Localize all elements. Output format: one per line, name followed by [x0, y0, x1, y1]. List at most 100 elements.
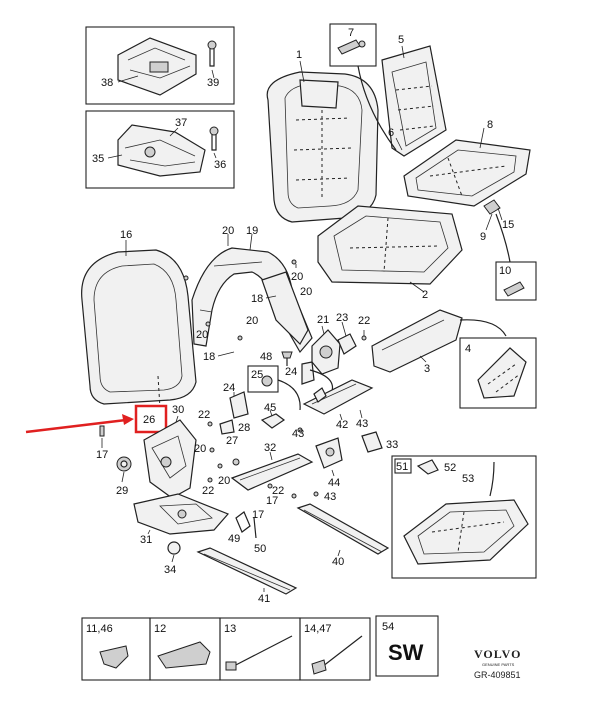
callout-18a: 18	[251, 293, 263, 305]
callout-17c: 17	[252, 509, 264, 521]
callout-25: 25	[251, 369, 263, 381]
callout-20f: 20	[194, 443, 206, 455]
callout-34: 34	[164, 564, 176, 576]
callout-44: 44	[328, 477, 340, 489]
callout-26: 26	[143, 414, 155, 426]
callout-22b: 22	[198, 409, 210, 421]
callout-31: 31	[140, 534, 152, 546]
sw-label: SW	[388, 640, 424, 665]
callout-5: 5	[398, 34, 404, 46]
callout-43a: 43	[356, 418, 368, 430]
legend-54: 54	[382, 621, 394, 633]
diagram-code: GR-409851	[474, 670, 521, 680]
rail-40: 40	[296, 503, 390, 568]
callout-18b: 18	[203, 351, 215, 363]
legend-11-46: 11,46	[86, 623, 113, 635]
rail-41: 41	[196, 547, 298, 605]
callout-3: 3	[424, 363, 430, 375]
box-4: 4	[459, 337, 537, 409]
callout-24a: 24	[285, 366, 297, 378]
brand-name: VOLVO	[474, 647, 521, 661]
callout-41: 41	[258, 593, 270, 605]
seat-cover-backrest: 1	[266, 49, 379, 223]
callout-35: 35	[92, 153, 104, 165]
callout-27: 27	[226, 435, 238, 447]
part-49-50-17: 17 49 50	[228, 509, 266, 555]
legend-12: 12	[154, 623, 166, 635]
callout-7: 7	[348, 27, 354, 39]
frame-screws: 20 20 20 20	[183, 259, 312, 341]
callout-20e: 20	[196, 329, 208, 341]
legend-14-47: 14,47	[304, 623, 332, 635]
brand-subtitle: GENUINE PARTS	[482, 662, 515, 667]
callout-30: 30	[172, 404, 184, 416]
callout-6: 6	[388, 127, 394, 139]
callout-1: 1	[296, 49, 302, 61]
callout-20b: 20	[291, 271, 303, 283]
lower-fasteners: 22 28 27 20 20 22	[194, 409, 250, 497]
track-upper: 42 43 43	[292, 379, 374, 440]
callout-23: 23	[336, 312, 348, 324]
highlight-part-26: 26	[25, 404, 168, 434]
callout-36: 36	[214, 159, 226, 171]
callout-17b: 17	[266, 495, 278, 507]
handle-33: 33	[361, 431, 398, 453]
callout-20g: 20	[218, 475, 230, 487]
heater-mat-cushion: 8 9 15	[403, 119, 531, 263]
callout-50: 50	[254, 543, 266, 555]
callout-20a: 20	[222, 225, 234, 237]
callout-16: 16	[120, 229, 132, 241]
callout-39: 39	[207, 77, 219, 89]
callout-17a: 17	[96, 449, 108, 461]
callout-43c: 43	[324, 491, 336, 503]
bracket-24: 24 24	[223, 361, 315, 419]
callout-22d: 22	[272, 485, 284, 497]
callout-53: 53	[462, 473, 474, 485]
backrest-panel: 16	[81, 229, 197, 409]
box-25: 25	[247, 365, 301, 411]
callout-51: 51	[396, 461, 408, 473]
side-bracket-30: 30	[143, 404, 197, 499]
callout-37: 37	[175, 117, 187, 129]
callout-38: 38	[101, 77, 113, 89]
callout-29: 29	[116, 485, 128, 497]
seat-cover-cushion: 2	[317, 205, 463, 301]
callout-9: 9	[480, 231, 486, 243]
legend-row: 11,46 12 13 14,47 54 SW	[81, 615, 439, 681]
motor-44: 44	[315, 437, 343, 489]
callout-10: 10	[499, 265, 511, 277]
callout-40: 40	[332, 556, 344, 568]
connector-7: 7	[329, 23, 397, 151]
callout-8: 8	[487, 119, 493, 131]
callout-19: 19	[246, 225, 258, 237]
track-lower-32: 32 22 17 43	[230, 442, 336, 507]
inset-box-35-36-37: 35 37 36	[85, 110, 235, 189]
connector-10: 10	[495, 261, 537, 301]
bolt-48: 48	[260, 351, 293, 366]
panel-fasteners: 17 29	[96, 425, 132, 497]
callout-4: 4	[465, 343, 471, 355]
callout-52: 52	[444, 462, 456, 474]
side-trim-3: 3	[371, 309, 507, 375]
callout-43b: 43	[292, 428, 304, 440]
volvo-brand: VOLVO GENUINE PARTS GR-409851	[474, 647, 521, 680]
callout-42: 42	[336, 419, 348, 431]
inset-box-38-39: 38 39	[85, 26, 235, 105]
callout-22c: 22	[202, 485, 214, 497]
callout-28: 28	[238, 422, 250, 434]
callout-48: 48	[260, 351, 272, 363]
backrest-frame: 19 20 18 18	[191, 225, 313, 363]
callout-21: 21	[317, 314, 329, 326]
callout-20d: 20	[246, 315, 258, 327]
clip-45: 45	[260, 402, 286, 429]
legend-13: 13	[224, 623, 236, 635]
callout-20c: 20	[300, 286, 312, 298]
recliner-mechanism: 21 23 22	[311, 312, 370, 375]
box-51: 51 52 53	[391, 455, 537, 579]
callout-2: 2	[422, 289, 428, 301]
callout-49: 49	[228, 533, 240, 545]
callout-33: 33	[386, 439, 398, 451]
side-cover-31: 31 34	[133, 493, 230, 576]
callout-24b: 24	[223, 382, 235, 394]
